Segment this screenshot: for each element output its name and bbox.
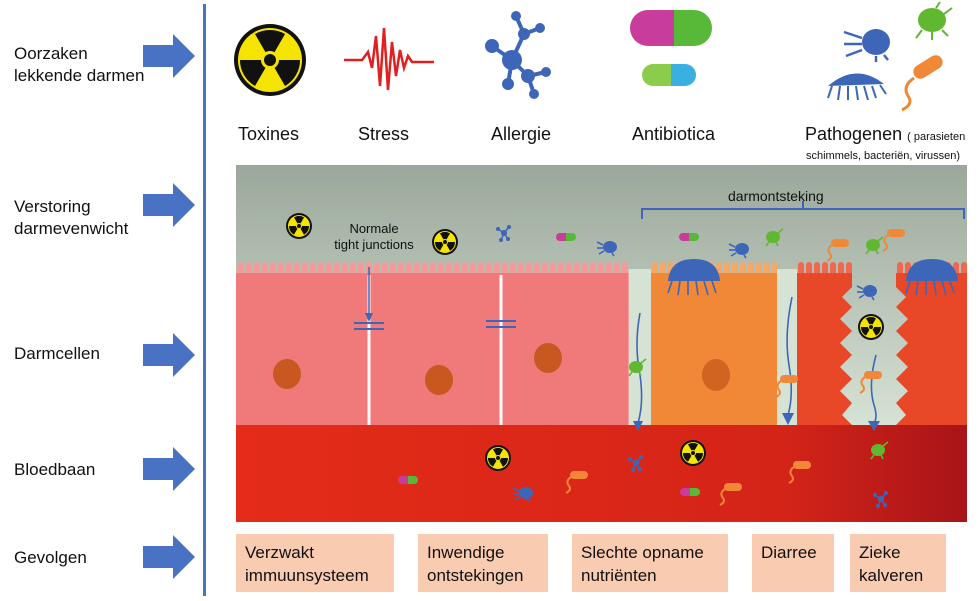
radiation-icon [234,24,306,96]
consequence-diarrhea: Diarree [752,534,834,592]
cause-label-antibiotics: Antibiotica [632,124,716,144]
inflammation-label: darmontsteking [728,188,824,204]
arrow-right-icon [143,535,195,579]
stress-wave-icon [344,27,434,91]
consequence-sick-calves: Zieke kalveren [850,534,946,592]
pathogen-icon [827,1,953,112]
row-label-disturbance: Verstoring darmevenwicht [14,197,129,238]
arrow-right-icon [143,34,195,78]
cause-note-parasites: ( parasieten [907,131,966,143]
damaged-cells [797,262,967,425]
row-label-bloodstream: Bloedbaan [14,460,96,479]
cause-label-allergy: Allergie [491,124,552,144]
capsule-icon [630,10,712,86]
row-label-causes: Oorzaken lekkende darmen [14,44,145,85]
arrow-right-icon [143,447,195,491]
allergen-molecule-icon [485,11,551,99]
row-label-consequences: Gevolgen [14,548,87,567]
cause-label-pathogens-text: Pathogenen [805,124,903,144]
arrow-right-icon [143,333,195,377]
consequence-poor-nutrient-uptake: Slechte opname nutriënten [572,534,728,592]
cause-label-stress: Stress [358,124,410,144]
row-label-gut-cells: Darmcellen [14,344,100,363]
divider-line [203,4,206,596]
healthy-cells [236,262,630,425]
tight-junctions-label: Normale tight junctions [334,221,414,252]
gut-scene [236,165,967,522]
cause-label-toxins: Toxines [238,124,300,144]
cause-note-pathogen-types: schimmels, bacteriën, virussen) [806,150,961,162]
cause-label-pathogens: Pathogenen ( parasieten [805,124,965,145]
arrow-right-icon [143,183,195,227]
consequence-internal-inflammation: Inwendige ontstekingen [418,534,548,592]
inflamed-cell [651,262,778,425]
consequence-weakened-immunity: Verzwakt immuunsysteem [236,534,394,592]
